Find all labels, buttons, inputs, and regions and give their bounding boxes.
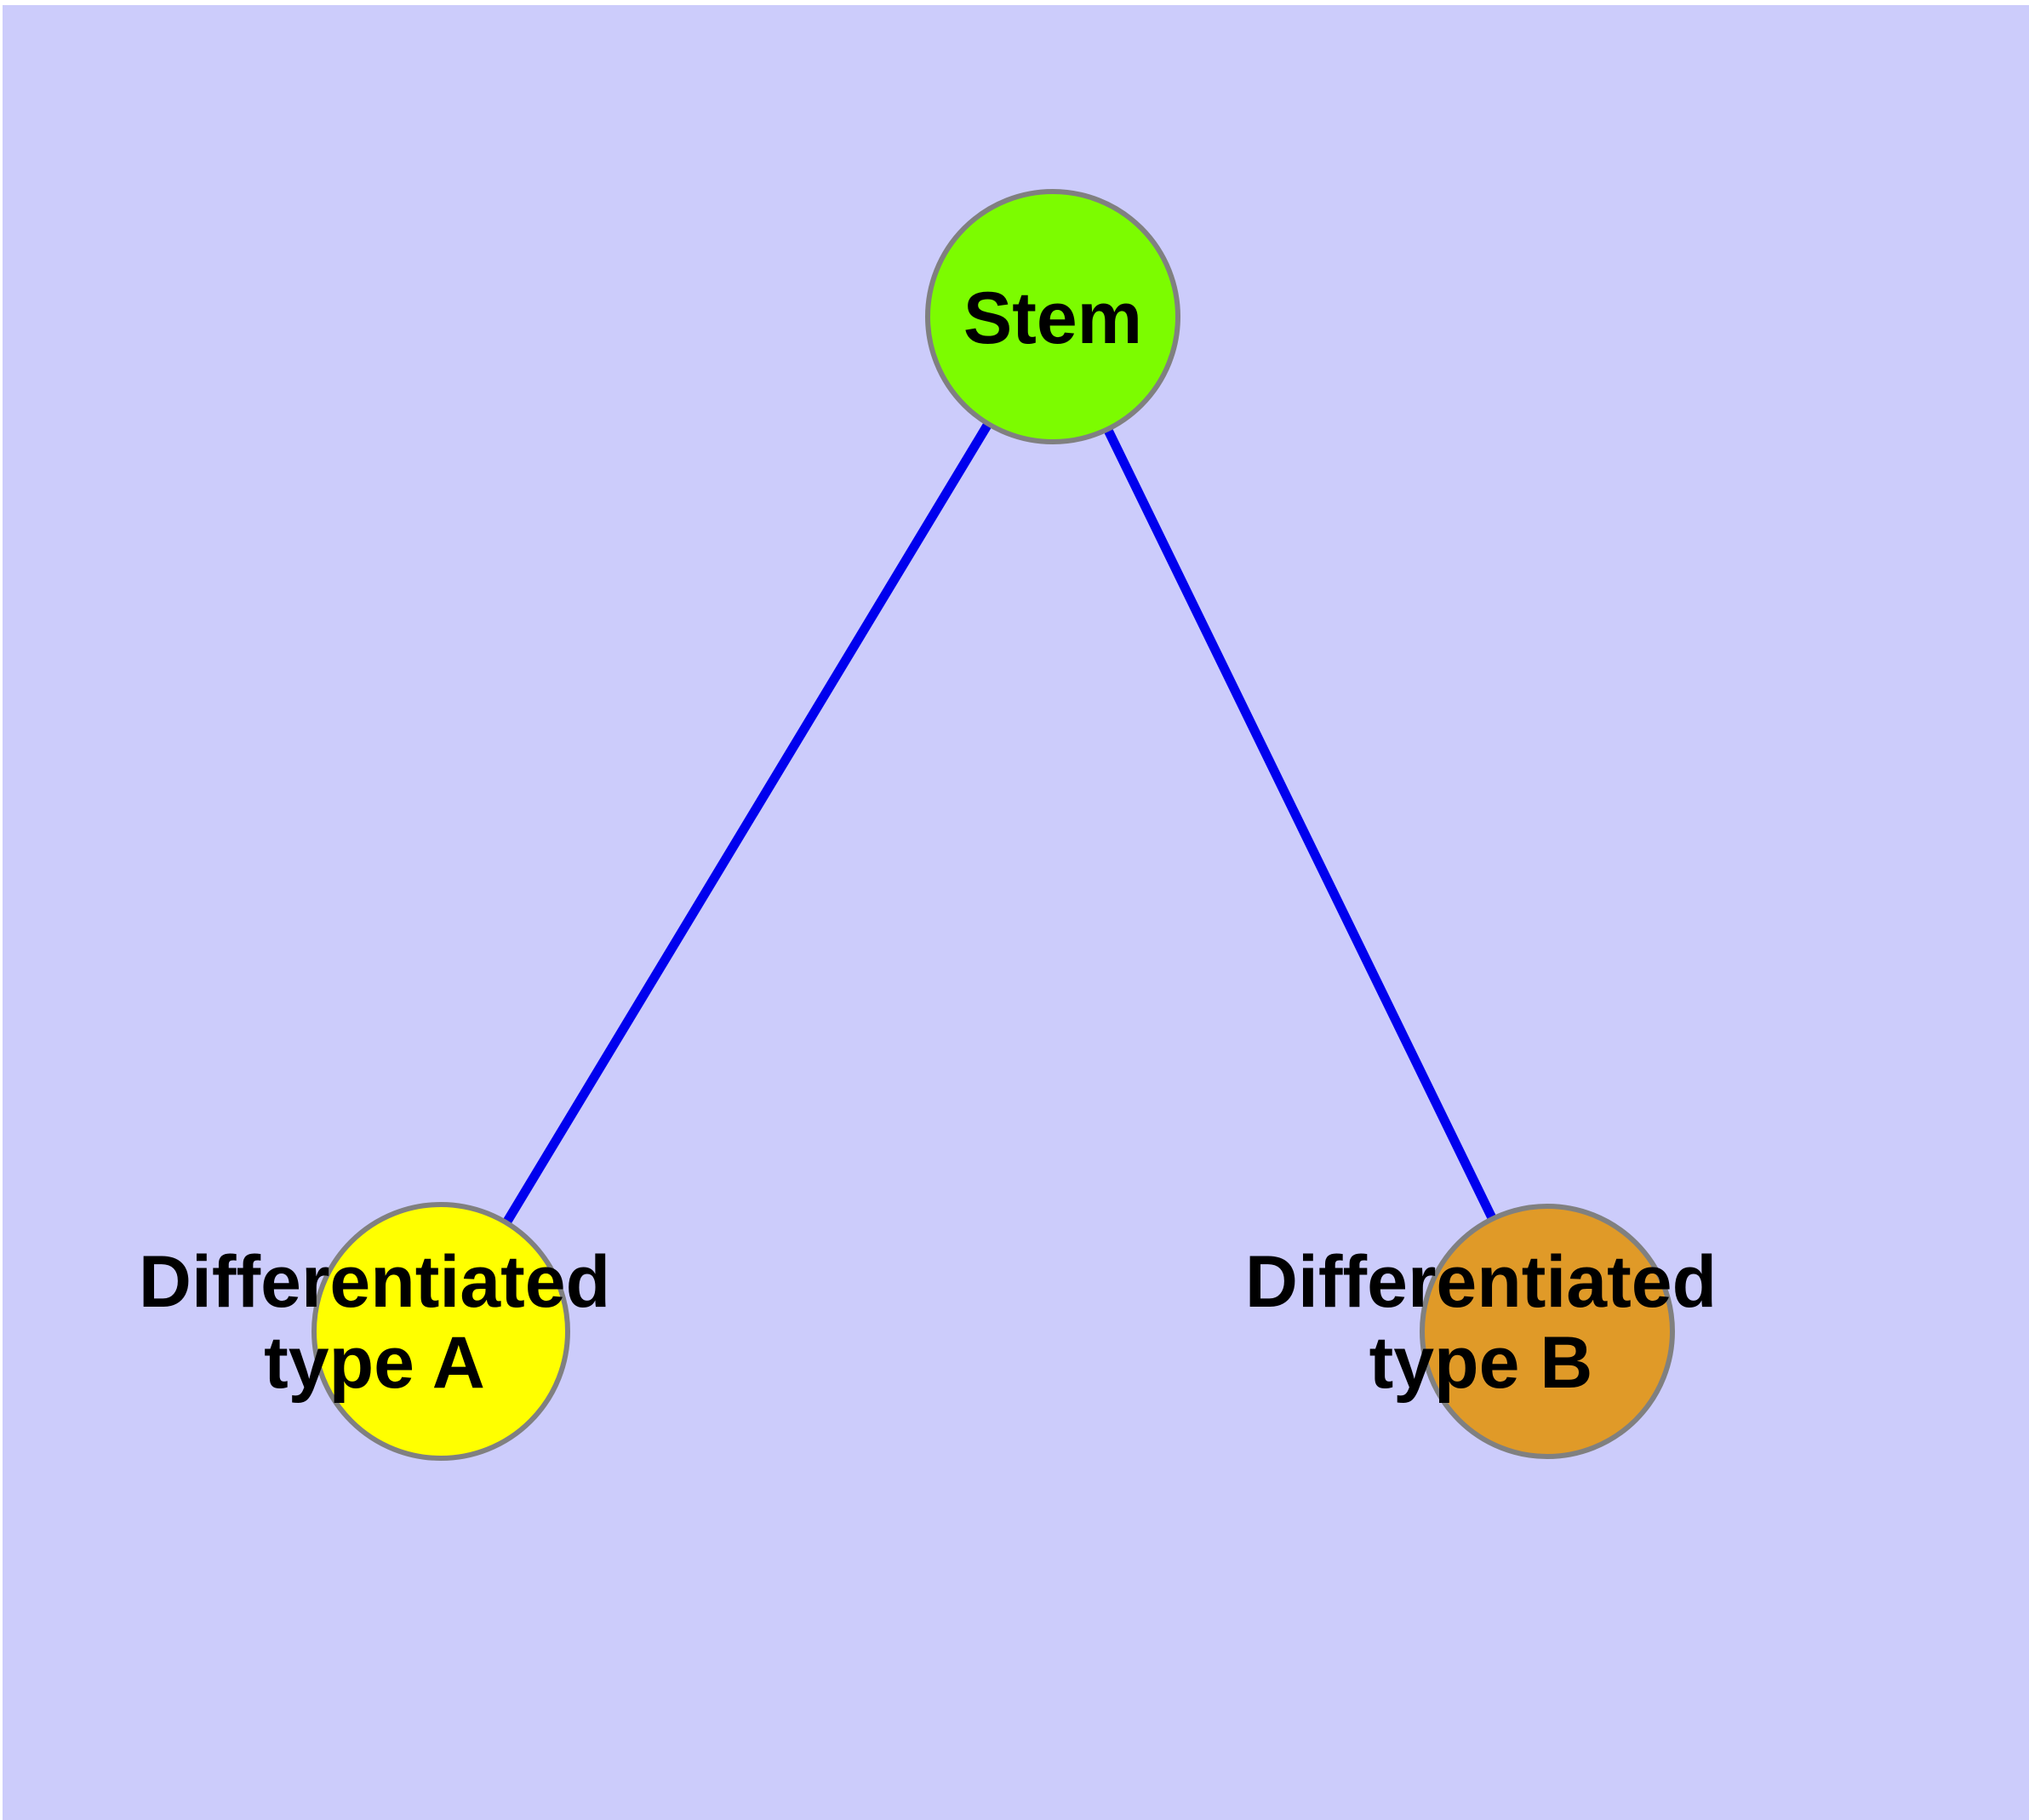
node-differentiated-b-circle[interactable] <box>1420 1204 1675 1459</box>
node-group: Stem Differentiated type A Differentiate… <box>139 189 1717 1461</box>
node-differentiated-a-label-line2: type A <box>264 1322 485 1404</box>
node-differentiated-a-circle[interactable] <box>311 1202 570 1461</box>
node-stem-label: Stem <box>963 278 1142 359</box>
edge-stem-to-differentiated-b[interactable] <box>1103 426 1497 1222</box>
node-differentiated-a-label-line1: Differentiated <box>139 1241 610 1323</box>
node-differentiated-b-label-line2: type B <box>1369 1322 1593 1404</box>
node-differentiated-a[interactable]: Differentiated type A <box>139 1202 610 1461</box>
edge-stem-to-differentiated-a[interactable] <box>502 421 992 1226</box>
node-stem-circle[interactable] <box>925 189 1180 444</box>
node-differentiated-b[interactable]: Differentiated type B <box>1245 1204 1717 1459</box>
node-differentiated-b-label-line1: Differentiated <box>1245 1241 1717 1323</box>
node-stem[interactable]: Stem <box>925 189 1180 444</box>
edge-group <box>502 421 1497 1226</box>
